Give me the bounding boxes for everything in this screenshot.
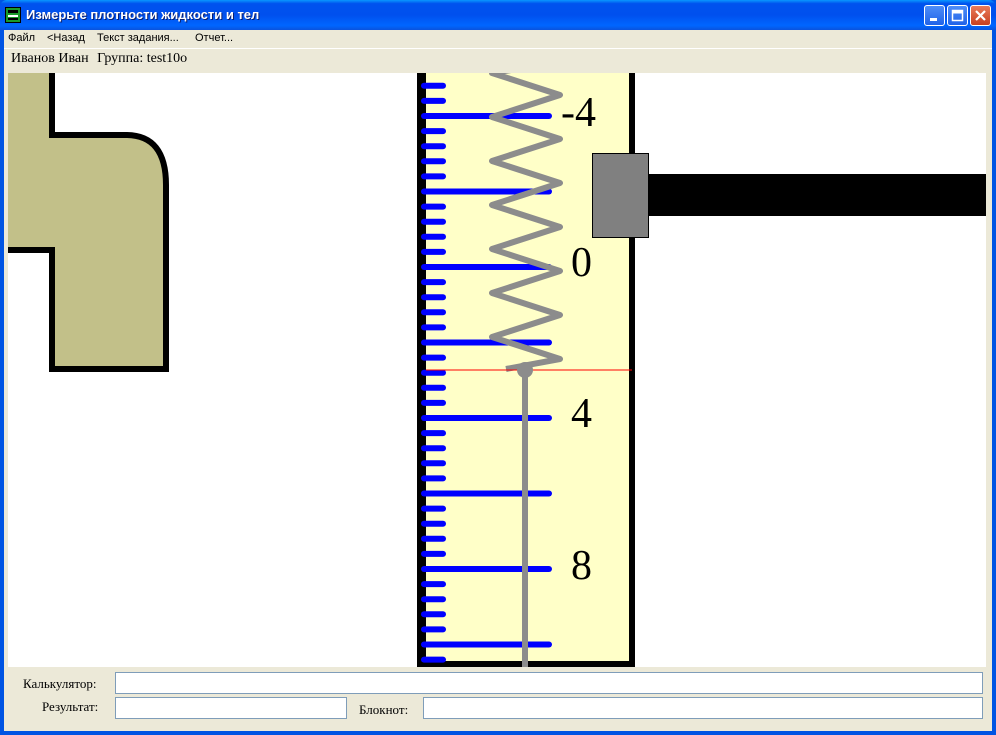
close-button[interactable] xyxy=(970,5,991,26)
notepad-field[interactable] xyxy=(423,697,983,719)
group-value: test10o xyxy=(146,51,188,66)
spring-pointer-ball[interactable] xyxy=(517,362,533,378)
spring xyxy=(489,73,563,372)
title-bar[interactable]: Измерьте плотности жидкости и тел xyxy=(0,0,996,30)
calculator-label: Калькулятор: xyxy=(23,676,97,691)
experiment-canvas: -4 0 4 8 xyxy=(8,73,986,667)
group-label: Группа: xyxy=(97,51,144,66)
scale-label-0: 0 xyxy=(571,240,592,286)
result-label: Результат: xyxy=(42,699,99,714)
minimize-button[interactable] xyxy=(924,5,945,26)
menu-file[interactable]: Файл xyxy=(8,32,36,44)
user-info: Иванов Иван Группа: test10o xyxy=(11,51,187,67)
stand-arm xyxy=(648,174,986,216)
close-icon xyxy=(975,10,986,21)
maximize-button[interactable] xyxy=(947,5,968,26)
minimize-icon xyxy=(930,18,937,21)
maximize-icon xyxy=(951,9,964,22)
menu-task-text[interactable]: Текст задания... xyxy=(97,32,179,44)
menu-bar: Файл <Назад Текст задания... Отчет... xyxy=(4,30,992,49)
window-title: Измерьте плотности жидкости и тел xyxy=(26,7,260,22)
experiment-scene: -4 0 4 8 xyxy=(8,73,986,667)
vessel xyxy=(8,73,169,372)
client-area: Файл <Назад Текст задания... Отчет... Ив… xyxy=(4,30,992,731)
scale-label-8: 8 xyxy=(571,543,592,589)
result-field[interactable] xyxy=(115,697,347,719)
menu-report[interactable]: Отчет... xyxy=(195,32,234,44)
notepad-label: Блокнот: xyxy=(359,702,409,717)
user-name: Иванов Иван xyxy=(11,51,89,66)
menu-back[interactable]: <Назад xyxy=(47,32,85,44)
calculator-field[interactable] xyxy=(115,672,983,694)
scale-label-4: 4 xyxy=(571,391,592,437)
app-icon xyxy=(5,7,21,23)
scale-label-minus4: -4 xyxy=(561,90,596,136)
clamp[interactable] xyxy=(592,153,649,238)
